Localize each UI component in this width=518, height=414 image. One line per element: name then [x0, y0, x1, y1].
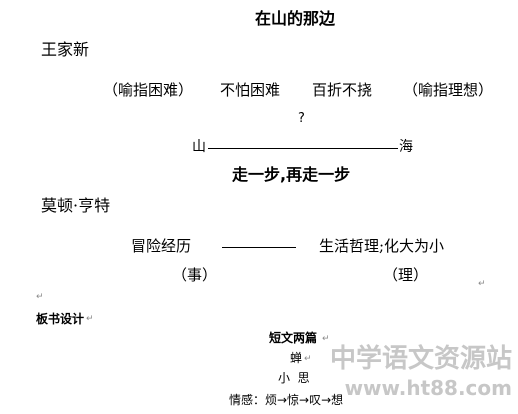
paragraph-mark: ↵: [86, 314, 94, 324]
paragraph-mark: ↵: [322, 334, 330, 344]
board-design-line-1: 蝉: [290, 351, 303, 365]
board-design-title: 短文两篇: [269, 331, 318, 345]
poem1-author: 王家新: [41, 40, 90, 59]
poem1-end-word: 海: [399, 139, 413, 155]
board-design-line-2: 小 思: [278, 371, 310, 385]
watermark-site-name: 中学语文资源站: [329, 344, 512, 374]
poem1-question-mark: ?: [298, 111, 305, 126]
board-design-heading: 板书设计: [36, 312, 85, 326]
poem1-phrase-1: （喻指困难）: [103, 81, 194, 99]
poem1-phrase-4: （喻指理想）: [403, 81, 494, 99]
poem1-phrase-2: 不怕困难: [220, 81, 281, 99]
poem2-left-label: 冒险经历: [131, 237, 192, 255]
paragraph-mark: ↵: [304, 354, 312, 364]
poem1-start-word: 山: [192, 139, 206, 155]
poem1-connector-line: [208, 148, 398, 149]
board-design-emotion: 情感：烦→惊→叹→想: [229, 393, 344, 407]
paragraph-mark: ↵: [478, 279, 486, 289]
poem2-right-label: 生活哲理;化大为小: [319, 237, 445, 255]
poem1-phrase-3: 百折不挠: [312, 81, 373, 99]
paragraph-mark: ↵: [36, 292, 44, 302]
poem2-left-note: （事）: [172, 266, 218, 284]
poem2-connector-line: [222, 247, 296, 248]
poem1-title: 在山的那边: [255, 9, 336, 28]
poem2-title: 走一步,再走一步: [232, 165, 351, 184]
poem2-right-note: （理）: [383, 266, 429, 284]
watermark-url: www.ht88.com: [344, 376, 512, 400]
poem2-author: 莫顿·亨特: [41, 196, 111, 215]
